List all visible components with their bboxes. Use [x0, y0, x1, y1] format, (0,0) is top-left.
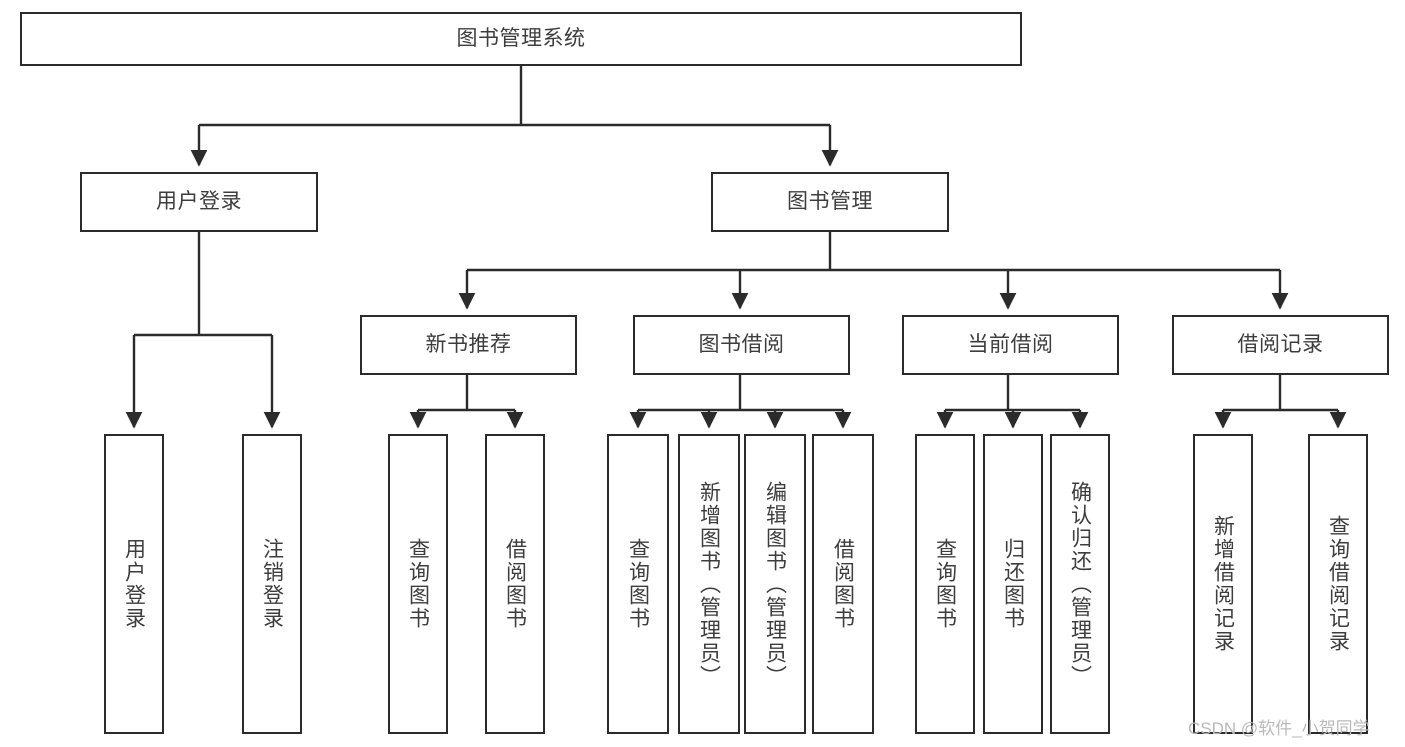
leaf-logout[interactable]: 注销登录 — [242, 434, 302, 734]
leaf-confirm-return[interactable]: 确认归还（管理员） — [1050, 434, 1110, 734]
leaf-return-book[interactable]: 归还图书 — [983, 434, 1043, 734]
node-book-borrow[interactable]: 图书借阅 — [633, 315, 850, 375]
leaf-query-book-current[interactable]: 查询图书 — [915, 434, 975, 734]
leaf-query-book-recommend[interactable]: 查询图书 — [388, 434, 448, 734]
leaf-add-borrow-record[interactable]: 新增借阅记录 — [1193, 434, 1253, 734]
leaf-query-borrow-record-label: 查询借阅记录 — [1326, 515, 1350, 653]
node-root[interactable]: 图书管理系统 — [20, 12, 1022, 66]
node-new-book-recommend[interactable]: 新书推荐 — [360, 315, 577, 375]
leaf-edit-book-label: 编辑图书（管理员） — [763, 480, 787, 688]
leaf-query-book-borrow-label: 查询图书 — [626, 538, 650, 630]
leaf-add-book-label: 新增图书（管理员） — [697, 480, 721, 688]
leaf-edit-book[interactable]: 编辑图书（管理员） — [744, 434, 806, 734]
leaf-borrow-book-recommend[interactable]: 借阅图书 — [485, 434, 545, 734]
leaf-query-book-recommend-label: 查询图书 — [406, 538, 430, 630]
leaf-query-book-current-label: 查询图书 — [933, 538, 957, 630]
leaf-user-login-label: 用户登录 — [122, 538, 146, 630]
node-book-management-label: 图书管理 — [787, 189, 873, 213]
leaf-logout-label: 注销登录 — [260, 538, 284, 630]
node-root-label: 图书管理系统 — [456, 26, 586, 50]
leaf-borrow-book-label: 借阅图书 — [831, 538, 855, 630]
node-borrow-record[interactable]: 借阅记录 — [1172, 315, 1389, 375]
node-borrow-record-label: 借阅记录 — [1237, 332, 1324, 356]
node-book-borrow-label: 图书借阅 — [698, 332, 785, 356]
node-user-login-label: 用户登录 — [156, 189, 242, 213]
leaf-user-login[interactable]: 用户登录 — [104, 434, 164, 734]
leaf-add-borrow-record-label: 新增借阅记录 — [1211, 515, 1235, 653]
leaf-query-borrow-record[interactable]: 查询借阅记录 — [1308, 434, 1368, 734]
node-user-login[interactable]: 用户登录 — [80, 172, 318, 232]
leaf-borrow-book[interactable]: 借阅图书 — [812, 434, 874, 734]
leaf-return-book-label: 归还图书 — [1001, 538, 1025, 630]
leaf-borrow-book-recommend-label: 借阅图书 — [503, 538, 527, 630]
node-new-book-recommend-label: 新书推荐 — [425, 332, 512, 356]
leaf-query-book-borrow[interactable]: 查询图书 — [607, 434, 669, 734]
leaf-confirm-return-label: 确认归还（管理员） — [1068, 480, 1092, 688]
leaf-add-book[interactable]: 新增图书（管理员） — [678, 434, 740, 734]
node-current-borrow[interactable]: 当前借阅 — [902, 315, 1119, 375]
node-book-management[interactable]: 图书管理 — [711, 172, 949, 232]
node-current-borrow-label: 当前借阅 — [967, 332, 1054, 356]
